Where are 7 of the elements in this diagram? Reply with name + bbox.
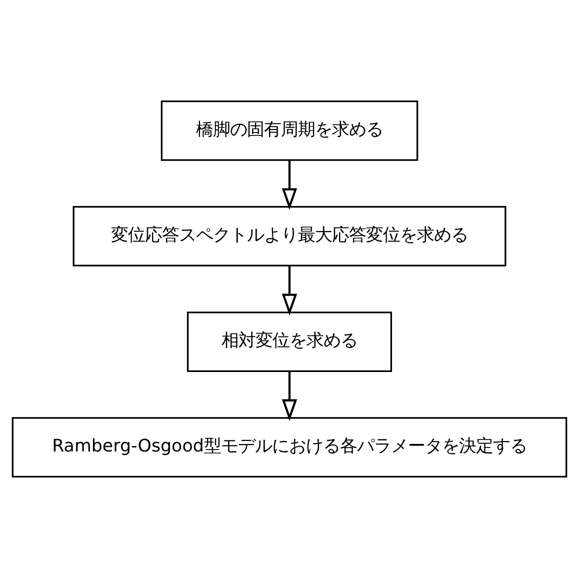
node-box: 相対変位を求める [186, 312, 392, 372]
node-box: 橋脚の固有周期を求める [160, 100, 418, 161]
node-box: Ramberg-Osgood型モデルにおける各パラメータを決定する [12, 417, 568, 478]
arrow [282, 371, 298, 422]
node-box: 変位応答スペクトルより最大応答変位を求める [72, 206, 506, 266]
arrow [282, 266, 298, 316]
arrow [282, 160, 298, 210]
